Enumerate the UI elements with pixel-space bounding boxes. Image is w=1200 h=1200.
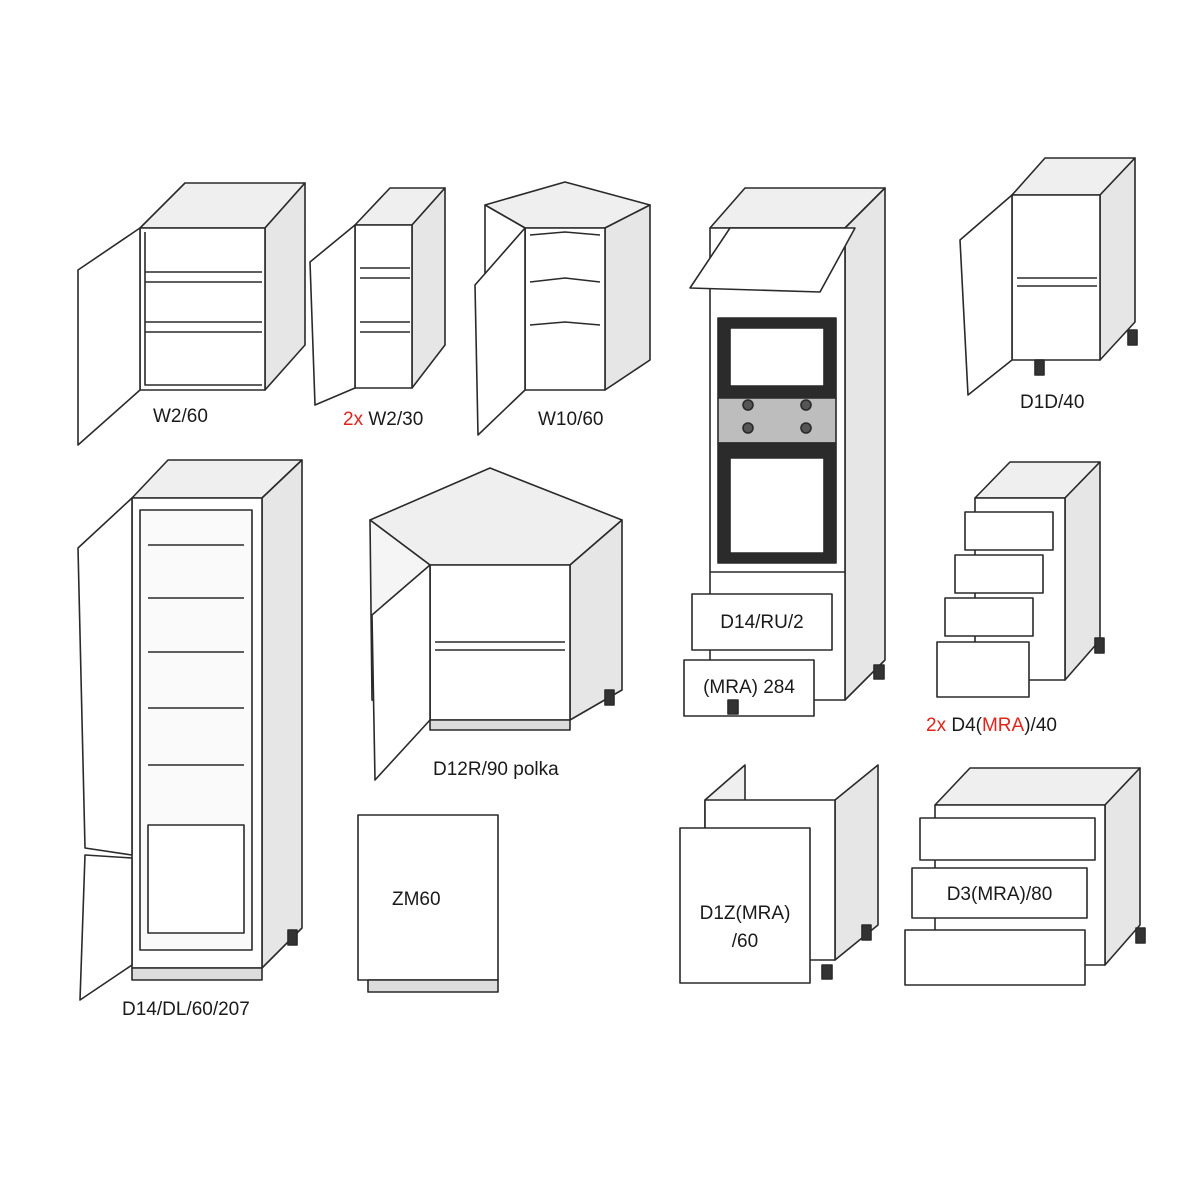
label-w2-30-code: W2/30 xyxy=(368,409,424,430)
d1z-prefix: D1Z( xyxy=(699,903,742,924)
panel-zm60 xyxy=(357,814,499,993)
label-d14-dl-60-207: D14/DL/60/207 xyxy=(122,999,250,1020)
label-d1z-mra: D1Z(MRA) xyxy=(680,904,810,923)
cabinet-w2-60 xyxy=(77,182,306,446)
mra-text: MRA xyxy=(741,903,785,924)
d4-prefix: D4( xyxy=(951,715,982,736)
label-w2-60: W2/60 xyxy=(153,406,208,427)
d3-prefix: D3( xyxy=(946,884,978,905)
mra-284-suffix: ) 284 xyxy=(751,677,795,698)
cabinet-d14-ru-2 xyxy=(683,187,886,717)
mra-text: MRA xyxy=(981,715,1025,736)
label-d14-ru-2: D14/RU/2 xyxy=(720,612,804,633)
label-w10-60: W10/60 xyxy=(538,409,604,430)
mra-text: MRA xyxy=(977,884,1020,905)
cabinet-d14-dl-60-207 xyxy=(77,459,303,1001)
d3-suffix: )/80 xyxy=(1019,884,1053,905)
label-d12r-90-polka: D12R/90 polka xyxy=(433,759,559,780)
label-d1d-40: D1D/40 xyxy=(1020,392,1085,413)
quantity-badge: 2x xyxy=(926,715,947,736)
paren-open: ( xyxy=(703,677,710,698)
label-d1z-60: /60 xyxy=(731,931,759,952)
label-d3-mra-80: D3(MRA)/80 xyxy=(912,885,1087,904)
label-zm60: ZM60 xyxy=(392,889,441,910)
cabinet-w10-60 xyxy=(474,181,651,436)
cabinet-d3-mra-80 xyxy=(904,767,1146,986)
cabinet-d12r-90-polka xyxy=(369,467,623,781)
d1z-suffix: ) xyxy=(784,903,791,924)
d4-suffix: )/40 xyxy=(1024,715,1057,736)
cabinet-d1z-mra-60 xyxy=(679,764,879,984)
label-d4-mra-40: 2x D4(MRA)/40 xyxy=(926,716,1057,735)
label-mra-284: (MRA) 284 xyxy=(684,678,814,697)
quantity-badge: 2x xyxy=(343,409,364,430)
mra-text: MRA xyxy=(709,677,752,698)
cabinet-d1d-40 xyxy=(959,157,1138,396)
cabinet-d4-mra-40 xyxy=(936,461,1105,698)
label-w2-30: 2x W2/30 xyxy=(343,410,423,429)
cabinet-w2-30 xyxy=(309,187,446,406)
